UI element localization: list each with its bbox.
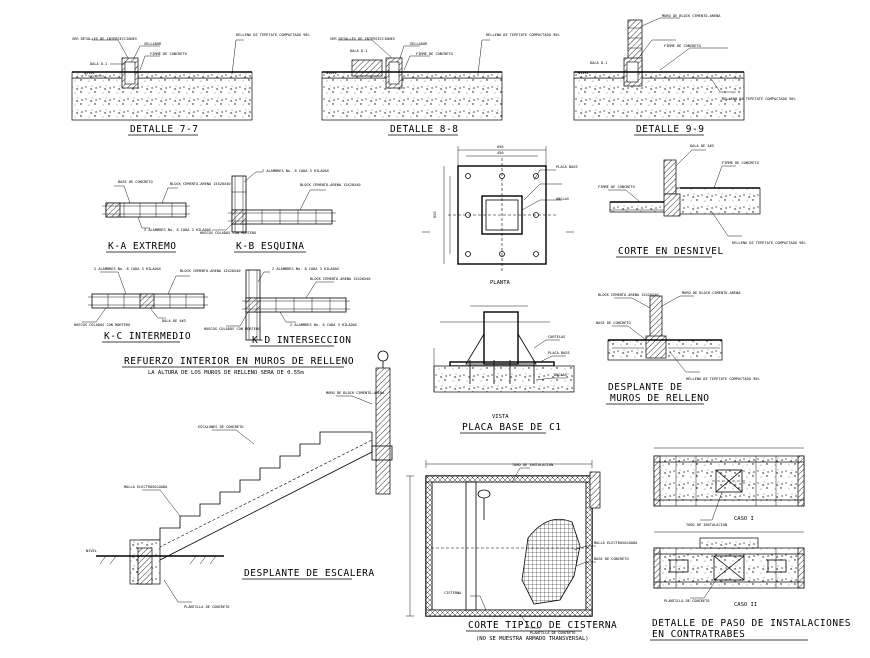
note-ver-detalles-88: VER DETALLES DE INTERSECCIONES (330, 37, 395, 41)
note-placa-base-vista: PLACA BASE (548, 351, 570, 355)
note-ver-detalles: VER DETALLES DE INTERSECCIONES (72, 37, 137, 41)
title-caso-2: CASO II (734, 602, 757, 608)
note-firme-desnivel: FIRME DE CONCRETO (722, 161, 759, 165)
note-cisterna: (NO SE MUESTRA ARMADO TRANSVERSAL) (476, 636, 589, 642)
title-refuerzo: REFUERZO INTERIOR EN MUROS DE RELLENO (124, 356, 354, 367)
grid-panel (521, 518, 581, 605)
svg-text:650: 650 (497, 145, 504, 149)
detail-k-d: 2 ALAMBRES No. 8 CADA 3 HILADAS BLOCK CE… (204, 267, 371, 347)
placa-vista: CARTELAS PLACA BASE ANCLAS VISTA PLACA B… (433, 305, 575, 434)
title-vista: VISTA (492, 414, 509, 420)
note-alambres-kb: 2 ALAMBRES No. 8 CADA 3 HILADAS (262, 169, 329, 173)
title-desplante-muros-1: DESPLANTE DE (608, 382, 683, 393)
note-alambres-kd: 2 ALAMBRES No. 8 CADA 3 HILADAS (272, 267, 339, 271)
detail-k-c: 2 ALAMBRES No. 8 CADA 3 HILADAS BLOCK CE… (74, 267, 241, 343)
title-corte-desnivel: CORTE EN DESNIVEL (618, 246, 724, 257)
note-nivel-99: NIVEL (578, 71, 589, 75)
note-dala-88: DALA D-1 (350, 49, 367, 53)
caso-2: PLANTILLA DE CONCRETO CASO II DETALLE DE… (650, 531, 851, 641)
title-k-d: K-D INTERSECCION (252, 335, 352, 346)
note-malla: MALLA ELECTROSOLDADA (124, 485, 168, 489)
note-anclas-vista: ANCLAS (554, 373, 567, 377)
note-firme-99: FIRME DE CONCRETO (664, 44, 701, 48)
note-cisterna-label: CISTERNA (444, 591, 462, 595)
note-nivel: NIVEL (84, 71, 95, 75)
note-block-desplante: BLOCK CEMENTO-ARENA 15X20X40 (598, 293, 659, 297)
corte-desnivel: DALA DE 4#3 FIRME DE CONCRETO FIRME DE C… (598, 144, 806, 258)
title-detalle-7-7: DETALLE 7-7 (130, 124, 198, 135)
detail-k-b: 2 ALAMBRES No. 8 CADA 3 HILADAS BLOCK CE… (200, 169, 361, 253)
note-tubo: TUBO DE INSTALACION (512, 463, 553, 467)
title-escalera: DESPLANTE DE ESCALERA (244, 568, 375, 579)
corte-cisterna: TUBO DE INSTALACION MALLA ELECTROSOLDADA… (406, 460, 638, 642)
note-firme-88: FIRME DE CONCRETO (416, 52, 453, 56)
detalle-9-9: MURO DE BLOCK CEMENTO-ARENA FIRME DE CON… (573, 14, 796, 136)
svg-text:650: 650 (433, 212, 437, 219)
detail-k-a: BASE DE CONCRETO BLOCK CEMENTO-ARENA 15X… (102, 180, 231, 253)
note-sellador-88: SELLADOR (410, 42, 428, 46)
note-base-desplante: BASE DE CONCRETO (596, 321, 631, 325)
note-plantilla-cisterna: PLANTILLA DE CONCRETO (530, 631, 575, 635)
title-paso-2: EN CONTRATRABES (652, 629, 745, 640)
note-dala-desnivel: DALA DE 4#3 (690, 144, 714, 148)
note-relleno-desplante: RELLENO DE TEPETATE COMPACTADO 90% (686, 377, 760, 381)
placa-planta: 650 450 650 PLACA BASE ANCLAS PLANTA (422, 145, 578, 286)
note-dala-99: DALA D-1 (590, 61, 607, 65)
note-block-cisterna: BASE DE CONCRETO (594, 557, 629, 561)
note-block-kd: BLOCK CEMENTO-ARENA 15X20X40 (310, 277, 371, 281)
column-section (481, 195, 523, 235)
note-malla-cisterna: MALLA ELECTROSOLDADA (594, 541, 638, 545)
note-placa-base: PLACA BASE (556, 165, 578, 169)
note-alambres-kd-2: 2 ALAMBRES No. 8 CADA 3 HILADAS (290, 323, 357, 327)
note-alambres-kc: 2 ALAMBRES No. 8 CADA 3 HILADAS (94, 267, 161, 271)
note-nivel-88: NIVEL (326, 71, 337, 75)
note-sellador: SELLADOR (144, 42, 162, 46)
note-base-concreto: BASE DE CONCRETO (118, 180, 153, 184)
note-huecos-kd: HUECOS COLADOS CON MORTERO (204, 327, 260, 331)
note-refuerzo-altura: LA ALTURA DE LOS MUROS DE RELLENO SERA D… (148, 370, 304, 376)
note-alambres-ka: 2 ALAMBRES No. 8 CADA 3 HILADAS (144, 228, 211, 232)
note-cartelas: CARTELAS (548, 335, 565, 339)
note-relleno: RELLENO DE TEPETATE COMPACTADO 90% (236, 33, 310, 37)
title-desplante-muros-2: MUROS DE RELLENO (610, 393, 710, 404)
note-muro-desplante: MURO DE BLOCK CEMENTO-ARENA (682, 291, 741, 295)
svg-text:450: 450 (497, 151, 504, 155)
detalle-8-8: VER DETALLES DE INTERSECCIONES SELLADOR … (321, 33, 560, 136)
title-cisterna: CORTE TIPICO DE CISTERNA (468, 620, 617, 631)
note-dala: DALA D-1 (90, 62, 107, 66)
note-firme: FIRME DE CONCRETO (150, 52, 187, 56)
note-muro-escalera: MURO DE BLOCK CEMENTO-ARENA (326, 391, 385, 395)
title-placa-base: PLACA BASE DE C1 (462, 422, 562, 433)
caso-1: TUBO DE INSTALACION CASO I (653, 447, 805, 527)
note-firme-desnivel-2: FIRME DE CONCRETO (598, 185, 635, 189)
title-detalle-8-8: DETALLE 8-8 (390, 124, 458, 135)
note-plantilla-caso2: PLANTILLA DE CONCRETO (664, 599, 709, 603)
note-muro-block-99: MURO DE BLOCK CEMENTO-ARENA (662, 14, 721, 18)
title-detalle-9-9: DETALLE 9-9 (636, 124, 704, 135)
note-huecos-kb: HUECOS COLADOS CON MORTERO (200, 231, 256, 235)
title-paso-1: DETALLE DE PASO DE INSTALACIONES (652, 618, 851, 629)
title-k-a: K-A EXTREMO (108, 241, 176, 252)
note-relleno-88: RELLENO DE TEPETATE COMPACTADO 90% (486, 33, 560, 37)
note-plantilla-escalera: PLANTILLA DE CONCRETO (184, 605, 229, 609)
detalle-7-7: VER DETALLES DE INTERSECCIONES SELLADOR … (71, 33, 310, 136)
note-huecos-kc: HUECOS COLADOS CON MORTERO (74, 323, 130, 327)
desplante-muros: BLOCK CEMENTO-ARENA 15X20X40 MURO DE BLO… (596, 291, 760, 405)
note-block-kc: BLOCK CEMENTO-ARENA 15X20X40 (180, 269, 241, 273)
note-escalon: ESCALONES DE CONCRETO (198, 425, 243, 429)
note-relleno-desnivel: RELLENO DE TEPETATE COMPACTADO 90% (732, 241, 806, 245)
title-caso-1: CASO I (734, 516, 754, 522)
note-block-ka: BLOCK CEMENTO-ARENA 15X20X40 (170, 182, 231, 186)
title-k-c: K-C INTERMEDIO (104, 331, 191, 342)
note-anclas: ANCLAS (556, 197, 569, 201)
desplante-escalera: NIVEL ESCALONES DE CONCRETO MALLA ELECTR… (86, 350, 393, 609)
title-planta: PLANTA (490, 280, 511, 286)
note-dala-kc: DALA DE 4#3 (162, 319, 186, 323)
note-block-kb: BLOCK CEMENTO-ARENA 15X20X40 (300, 183, 361, 187)
note-tubo-caso1: TUBO DE INSTALACION (686, 523, 727, 527)
title-k-b: K-B ESQUINA (236, 241, 304, 252)
note-nivel-escalera: NIVEL (86, 549, 97, 553)
note-relleno-99: RELLENO DE TEPETATE COMPACTADO 90% (722, 97, 796, 101)
